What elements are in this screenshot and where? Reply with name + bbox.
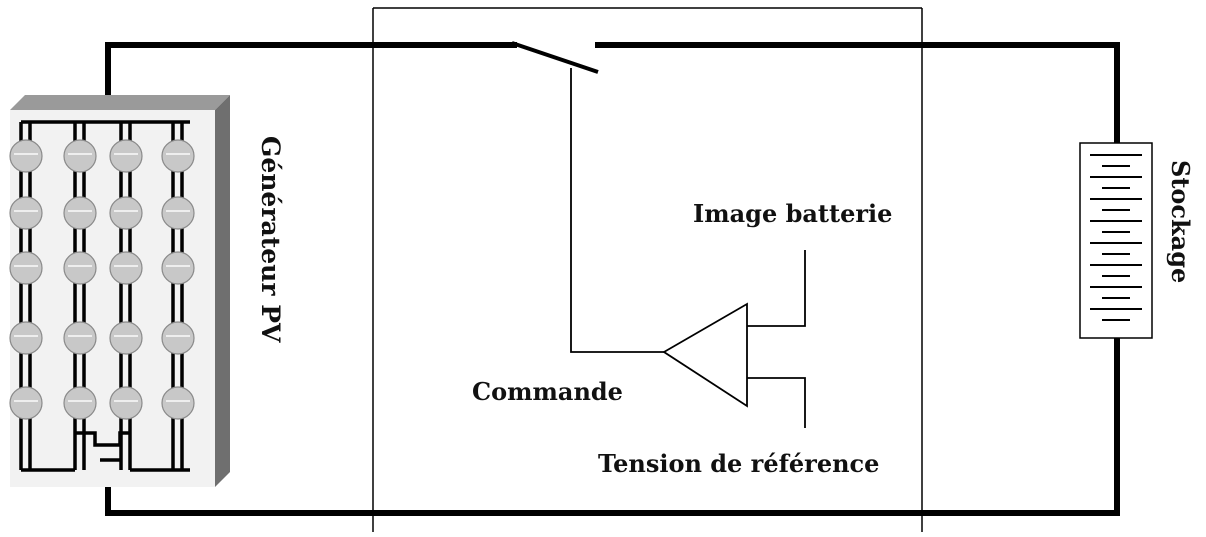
pv-cell (63, 386, 97, 420)
pv-cell-grid (9, 139, 195, 420)
comparator-triangle (662, 302, 748, 408)
top-wire-left (105, 42, 517, 103)
pv-cell (161, 251, 195, 285)
pv-cell (161, 386, 195, 420)
pv-cell (63, 321, 97, 355)
top-wire-right (595, 42, 1120, 146)
pv-cell (109, 139, 143, 173)
battery-symbol (1079, 142, 1153, 339)
battery-image-label: Image batterie (693, 199, 892, 228)
pv-cell (109, 386, 143, 420)
pv-cell (9, 139, 43, 173)
pv-panel-top-face (10, 95, 230, 110)
pv-cell (161, 321, 195, 355)
pv-cell (109, 321, 143, 355)
command-wire (570, 68, 664, 353)
control-wiring (570, 68, 806, 428)
reference-voltage-label: Tension de référence (598, 449, 879, 478)
pv-cell (9, 196, 43, 230)
pv-panel (9, 95, 230, 487)
command-label: Commande (472, 377, 623, 406)
pv-cell (63, 196, 97, 230)
bottom-wire (105, 335, 1120, 516)
pv-cell (161, 139, 195, 173)
pv-cell (109, 196, 143, 230)
main-circuit (105, 42, 1120, 516)
pv-panel-side-face (215, 95, 230, 487)
generator-label: Générateur PV (256, 136, 285, 343)
pv-cell (161, 196, 195, 230)
pv-cell (9, 321, 43, 355)
pv-cell (109, 251, 143, 285)
battery-plates (1090, 154, 1142, 321)
pv-cell (63, 251, 97, 285)
pv-cell (9, 386, 43, 420)
pv-cell (9, 251, 43, 285)
pv-cell (63, 139, 97, 173)
battery-image-wire (745, 250, 806, 327)
reference-wire (745, 377, 806, 428)
switch-blade (511, 41, 599, 74)
pv-center-link (75, 431, 130, 447)
storage-label: Stockage (1166, 160, 1195, 283)
battery-outline (1079, 142, 1153, 339)
